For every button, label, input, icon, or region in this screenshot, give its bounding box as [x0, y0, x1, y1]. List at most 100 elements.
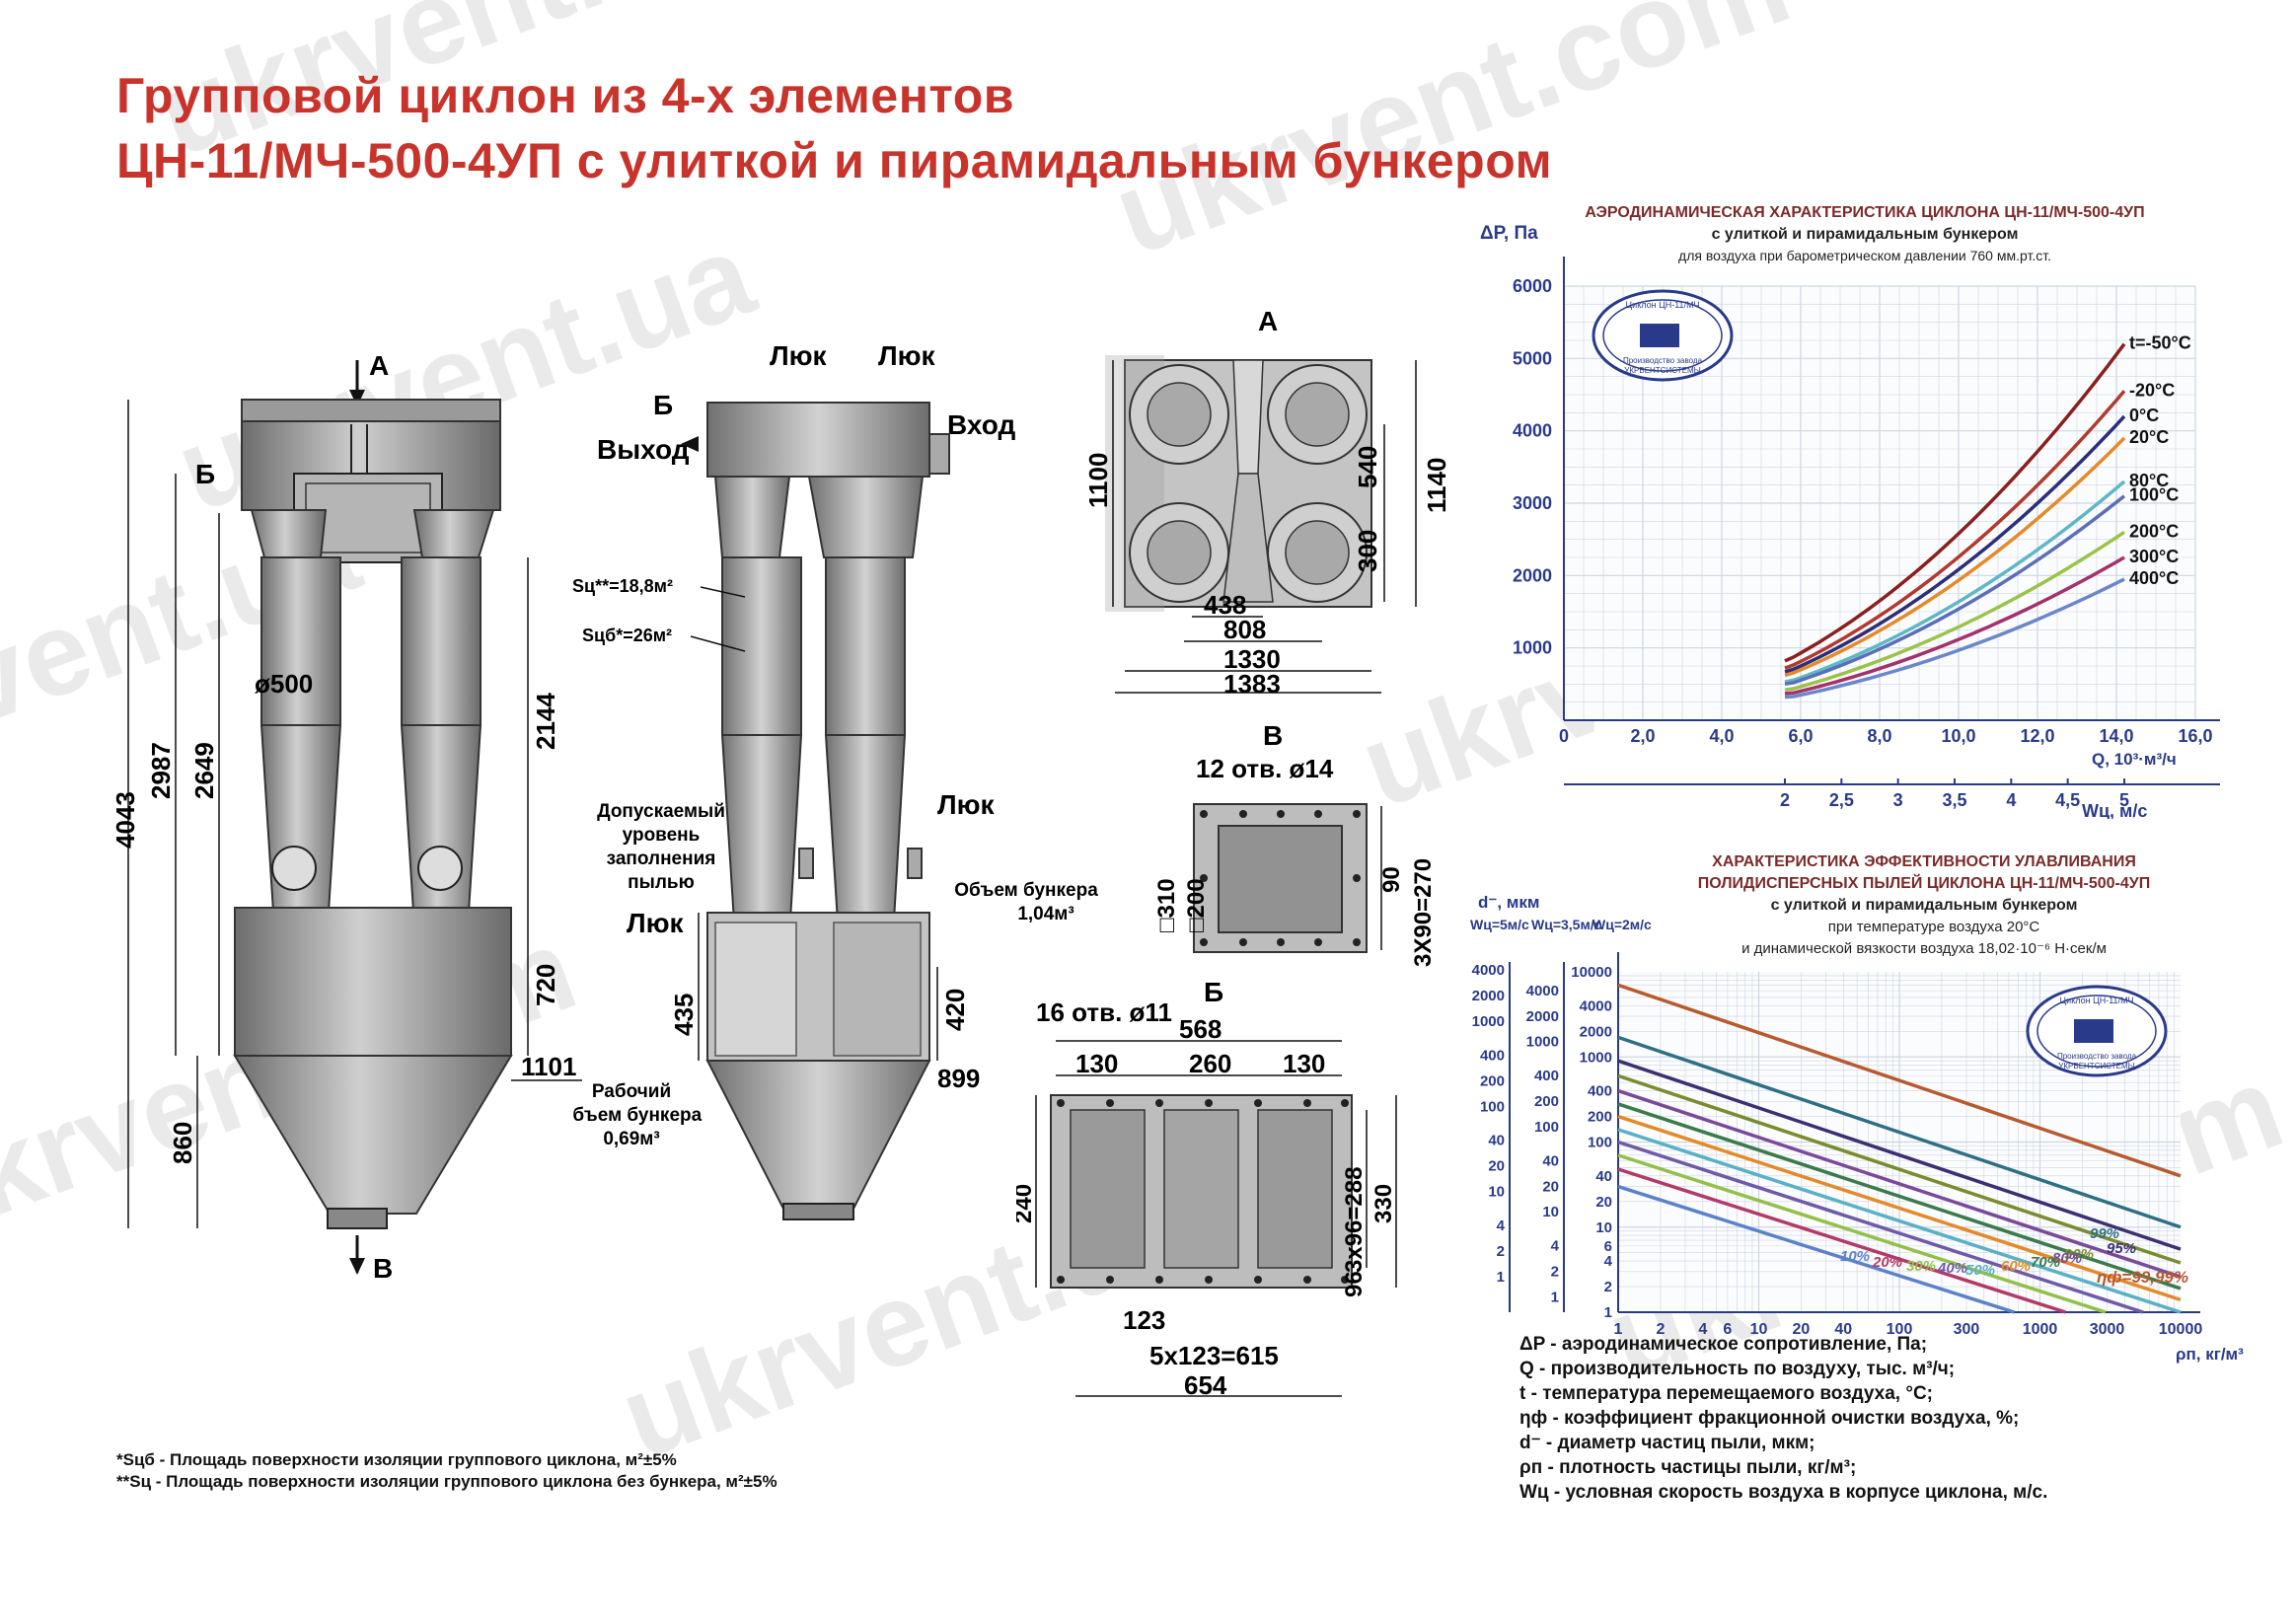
dim-654: 654	[1184, 1370, 1227, 1400]
chart2-xtick: 3000	[2090, 1321, 2125, 1338]
view-v-drawing: В 12 отв. ø14 □310 □200 90 3X90=270	[1153, 720, 1437, 967]
dim-240: 240	[1016, 1184, 1037, 1223]
view-v-holes: 12 отв. ø14	[1196, 754, 1334, 783]
chart1-xtick: 16,0	[2178, 726, 2212, 746]
chart2-ytick: 4000	[1580, 997, 1612, 1014]
chart2-series-line	[1617, 1184, 2016, 1314]
chart1-series-line	[1784, 494, 2126, 687]
hatch-label-3: Люк	[937, 789, 996, 820]
dim-260: 260	[1189, 1049, 1231, 1078]
chart1-x2tick: 2	[1780, 790, 1790, 810]
chart2-title: ХАРАКТЕРИСТИКА ЭФФЕКТИВНОСТИ УЛАВЛИВАНИЯ	[1712, 853, 2136, 870]
chart2-ytick-b: 4	[1551, 1238, 1560, 1255]
chart2-xtick: 300	[1954, 1321, 1980, 1338]
chart1-ytick: 4000	[1513, 421, 1552, 441]
chart1-series-line	[1784, 436, 2126, 678]
chart1-x2tick: 4,5	[2055, 790, 2080, 810]
dim-90: 90	[1378, 866, 1405, 893]
stamp-bottom: УКРВЕНТСИСТЕМЫ	[1624, 366, 1700, 375]
legend-item: Q - производительность по воздуху, тыс. …	[1519, 1359, 1956, 1379]
dim-96: 96	[1341, 1271, 1368, 1297]
chart1-series-label: 300°C	[2129, 547, 2179, 566]
arrow-v-label: В	[373, 1253, 393, 1284]
chart2-ytick: 10	[1595, 1219, 1612, 1236]
legend-item: Wц - условная скорость воздуха в корпусе…	[1519, 1482, 2048, 1503]
chart1-series-label: 400°C	[2129, 568, 2179, 588]
chart2-series-label: 40%	[1937, 1260, 1967, 1277]
fill-level-1: Допускаемый	[597, 801, 725, 822]
chart2-series-label: ηф=99,99%	[2097, 1268, 2188, 1287]
chart2-xtick: 6	[1723, 1321, 1732, 1338]
chart1-series-line	[1784, 555, 2125, 696]
chart2-subtitle4: и динамической вязкости воздуха 18,02·10…	[1741, 940, 2107, 957]
chart2-ytick-b: 4000	[1526, 983, 1559, 999]
view-a-drawing: А 1100 540 1140 300 438 808 1330 1383	[1083, 306, 1450, 699]
chart1-ylabel: ΔP, Па	[1480, 223, 1538, 244]
chart2-ytick: 1	[1604, 1304, 1612, 1321]
dim-300: 300	[1353, 530, 1382, 572]
dim-123: 123	[1123, 1305, 1165, 1335]
chart2-ytick-a: 10	[1488, 1184, 1505, 1201]
chart2-series-label: 20%	[1872, 1254, 1902, 1271]
efficiency-chart: ХАРАКТЕРИСТИКА ЭФФЕКТИВНОСТИ УЛАВЛИВАНИЯ…	[1470, 853, 2244, 1364]
dim-540: 540	[1353, 446, 1382, 488]
view-b-drawing: Б 16 отв. ø11 568 130 260 130 240 3x96=2…	[1016, 977, 1397, 1400]
dim-2649: 2649	[189, 742, 219, 799]
chart2-ytick: 200	[1588, 1109, 1612, 1126]
factory-stamp-2: Циклон ЦН-11/МЧ Производство завода УКРВ…	[2026, 985, 2168, 1077]
chart2-yscale-b: Wц=3,5м/с	[1531, 917, 1602, 932]
chart2-ytick-a: 400	[1480, 1047, 1505, 1064]
front-view-drawing: А Б ø500 В 4043 2987 2649 2144 720 860 1…	[111, 350, 582, 1284]
bunker-volume-1: Объем бункера	[954, 880, 1098, 901]
dim-330: 330	[1370, 1184, 1397, 1223]
chart2-series-line	[1617, 1035, 2182, 1229]
chart2-series-label: 10%	[1840, 1248, 1870, 1265]
chart1-series-label: -20°C	[2129, 380, 2175, 400]
dim-808: 808	[1223, 615, 1266, 644]
dim-438: 438	[1204, 590, 1246, 620]
dim-1330: 1330	[1223, 644, 1281, 674]
view-b-label: Б	[1204, 977, 1223, 1007]
chart1-xtick: 8,0	[1867, 726, 1891, 746]
chart2-xtick: 20	[1792, 1321, 1810, 1338]
stamp-top: Циклон ЦН-11/МЧ	[1626, 300, 1700, 310]
chart2-yscale-c: Wц=2м/с	[1592, 917, 1652, 932]
dim-288: 3x96=288	[1341, 1167, 1368, 1273]
chart1-xtick: 10,0	[1941, 726, 1975, 746]
chart1-xtick: 2,0	[1630, 726, 1655, 746]
chart2-ytick: 6	[1604, 1238, 1612, 1255]
chart2-subtitle3: при температуре воздуха 20°С	[1828, 919, 2040, 935]
chart2-ytick-b: 20	[1542, 1178, 1559, 1195]
chart2-series-line	[1617, 1059, 2182, 1251]
chart2-ytick-a: 40	[1488, 1133, 1505, 1149]
fill-level-2: уровень	[623, 825, 701, 846]
legend-item: ρп - плотность частицы пыли, кг/м³;	[1519, 1457, 1857, 1478]
chart2-ytick-b: 1000	[1526, 1034, 1559, 1051]
dim-4043: 4043	[111, 791, 140, 849]
chart2-xlabel: ρп, кг/м³	[2176, 1345, 2244, 1364]
chart2-ytick-a: 2	[1497, 1243, 1505, 1260]
chart1-ytick: 2000	[1513, 565, 1552, 585]
chart2-ytick-b: 10	[1542, 1204, 1559, 1220]
chart1-ytick: 5000	[1513, 348, 1552, 368]
chart2-series-line	[1617, 1114, 2182, 1302]
chart2-series-label: 60%	[2001, 1258, 2031, 1275]
chart2-ytick-a: 20	[1488, 1158, 1505, 1175]
stamp2-middle: Производство завода	[2057, 1052, 2137, 1061]
hatch-label-2: Люк	[878, 340, 936, 371]
chart1-ytick: 3000	[1513, 493, 1552, 513]
dim-200: □200	[1183, 878, 1210, 932]
chart2-ytick-b: 400	[1534, 1068, 1559, 1084]
chart1-xtick: 0	[1559, 726, 1569, 746]
chart1-x2tick: 3,5	[1942, 790, 1966, 810]
bunker-volume-2: 1,04м³	[1017, 904, 1074, 924]
dim-860: 860	[168, 1122, 197, 1164]
hatch-label-1: Люк	[770, 340, 828, 371]
chart1-ytick: 6000	[1513, 276, 1552, 296]
chart2-ytick-a: 4000	[1472, 962, 1505, 979]
dim-1101: 1101	[521, 1052, 576, 1081]
chart2-xtick: 1	[1614, 1321, 1623, 1338]
chart2-subtitle2: с улиткой и пирамидальным бункером	[1771, 897, 2078, 914]
fill-level-4: пылью	[628, 872, 695, 893]
stamp-middle: Производство завода	[1623, 356, 1703, 365]
